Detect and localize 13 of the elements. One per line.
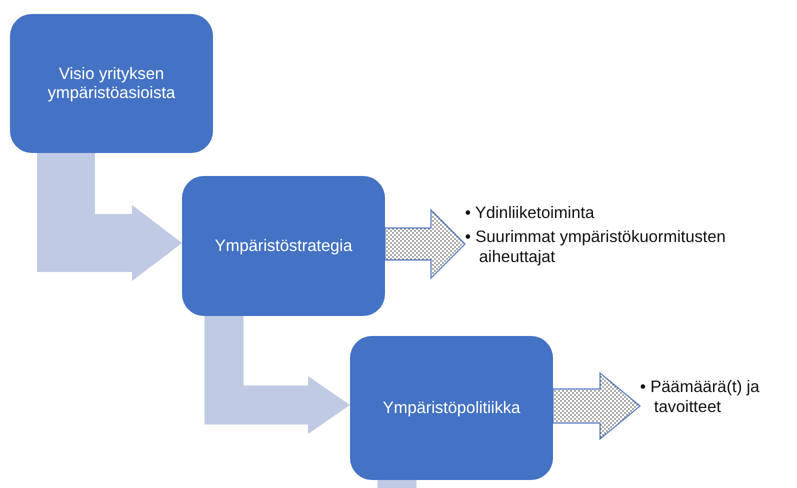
block-arrow bbox=[552, 372, 641, 440]
process-box bbox=[10, 14, 213, 153]
bent-arrow bbox=[37, 153, 182, 281]
box-label: Ympäristöpolitiikka bbox=[382, 398, 520, 418]
bullet-item: • Suurimmat ympäristökuormitusten aiheuttajat bbox=[465, 228, 727, 268]
block-arrow bbox=[384, 208, 466, 280]
bent-arrow bbox=[204, 316, 350, 434]
bullet-item: • Päämäärä(t) ja tavoitteet bbox=[640, 378, 760, 418]
bullet-item: • Ydinliiketoiminta bbox=[465, 204, 596, 224]
box-label: Ympäristöstrategia bbox=[214, 236, 352, 256]
process-box bbox=[350, 336, 553, 480]
process-box bbox=[182, 176, 385, 316]
box-label: Visio yrityksen ympäristöasioista bbox=[46, 64, 176, 102]
